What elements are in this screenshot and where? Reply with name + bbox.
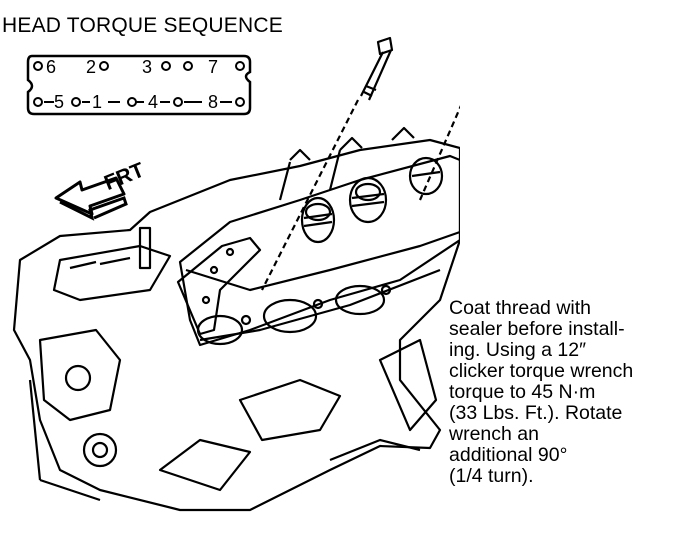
sequence-number: 8 <box>208 92 219 112</box>
sequence-number: 7 <box>208 57 219 77</box>
note-line: additional 90° <box>449 444 568 466</box>
front-arrow-icon <box>54 176 128 221</box>
sequence-number: 4 <box>148 92 159 112</box>
sequence-number: 1 <box>92 92 103 112</box>
sequence-number: 3 <box>142 57 153 77</box>
diagram-title: HEAD TORQUE SEQUENCE <box>2 14 283 37</box>
note-line: sealer before install- <box>449 318 625 340</box>
sequence-number: 5 <box>54 92 65 112</box>
note-line: (33 Lbs. Ft.). Rotate <box>449 402 623 424</box>
note-line: torque to 45 N·m <box>449 381 596 403</box>
head-bolt-icon <box>261 36 394 291</box>
note-line: ing. Using a 12″ <box>449 339 586 361</box>
cylinder-head-outline <box>26 54 252 116</box>
torque-sequence-diagram: 6 2 3 7 5 1 4 8 <box>24 52 256 118</box>
sequence-number: 6 <box>46 57 57 77</box>
note-line: (1/4 turn). <box>449 465 534 487</box>
note-line: Coat thread with <box>449 297 591 319</box>
instruction-note: Coat thread with sealer before install- … <box>449 298 685 487</box>
note-line: wrench an <box>449 423 539 445</box>
sequence-number: 2 <box>86 57 97 77</box>
note-line: clicker torque wrench <box>449 360 634 382</box>
engine-cutaway-illustration <box>12 36 460 512</box>
